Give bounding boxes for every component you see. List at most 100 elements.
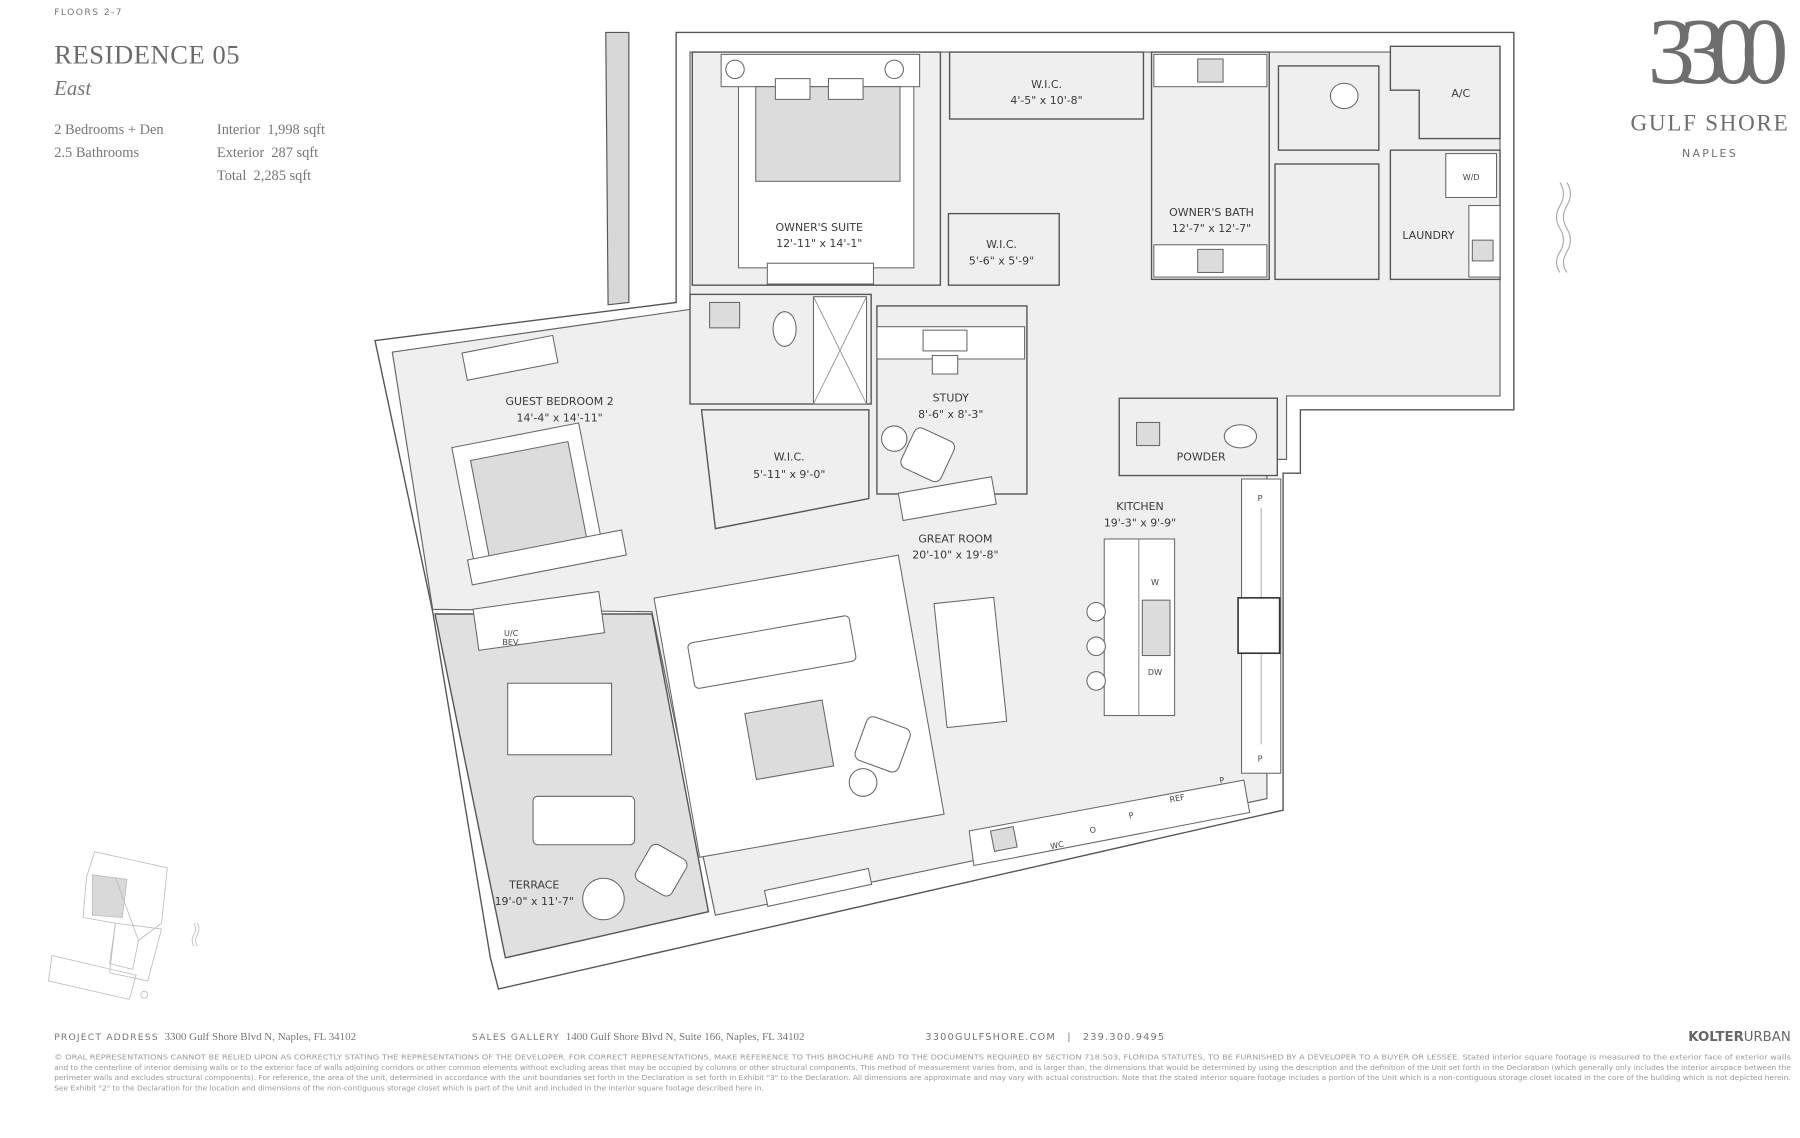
side-table bbox=[881, 425, 908, 452]
terrace-round-table bbox=[582, 877, 625, 921]
wic-2-room bbox=[947, 212, 1060, 286]
wic-3-label: W.I.C. bbox=[774, 451, 805, 464]
developer-logo: KOLTERURBAN bbox=[1688, 1030, 1790, 1045]
guest-bedroom-dims: 14'-4" x 14'-11" bbox=[516, 411, 602, 424]
owner-tv-console bbox=[766, 262, 874, 285]
sales-gallery-value: 1400 Gulf Shore Blvd N, Suite 166, Naple… bbox=[566, 1031, 805, 1043]
owners-suite-label: OWNER'S SUITE bbox=[776, 221, 864, 234]
bar-stool bbox=[1086, 601, 1106, 622]
wic-1-label: W.I.C. bbox=[1031, 78, 1062, 91]
phone-number[interactable]: 239.300.9495 bbox=[1083, 1032, 1165, 1043]
developer-logo-light: URBAN bbox=[1744, 1030, 1791, 1045]
pantry-label: P bbox=[1219, 776, 1226, 786]
refrigerator-label: REF bbox=[1169, 793, 1186, 805]
pillow bbox=[827, 78, 864, 100]
wic-1-dims: 4'-5" x 10'-8" bbox=[1010, 94, 1082, 107]
ac-label: A/C bbox=[1451, 87, 1470, 100]
shower bbox=[1274, 163, 1380, 281]
sink-icon bbox=[709, 301, 741, 329]
toilet-icon bbox=[1223, 424, 1258, 449]
guest-headboard bbox=[466, 529, 627, 586]
lamp-icon bbox=[725, 59, 745, 80]
residence-header: FLOORS 2-7 RESIDENCE 05 East 2 Bedrooms … bbox=[53, 7, 325, 184]
disclaimer-line: See Exhibit "2" to the Declaration for t… bbox=[54, 1084, 764, 1093]
pantry-label: P bbox=[1128, 811, 1135, 821]
disclaimer-line: and to the centerline of interior demisi… bbox=[54, 1063, 1791, 1072]
terrace-dims: 19'-0" x 11'-7" bbox=[495, 895, 574, 908]
powder-label: POWDER bbox=[1177, 451, 1226, 464]
armchair bbox=[854, 716, 911, 773]
sink-icon bbox=[989, 825, 1018, 853]
dishwasher-label: DW bbox=[1148, 668, 1162, 677]
kitchen-dims: 19'-3" x 9'-9" bbox=[1104, 516, 1176, 529]
brand-logo: 3300 GULF SHORE NAPLES bbox=[1631, 0, 1800, 160]
project-address-label: PROJECT ADDRESS bbox=[54, 1032, 159, 1043]
sink-icon bbox=[1197, 58, 1224, 83]
pantry-label: P bbox=[1258, 755, 1263, 764]
wic-3-dims: 5'-11" x 9'-0" bbox=[753, 468, 825, 481]
project-address: PROJECT ADDRESS 3300 Gulf Shore Blvd N, … bbox=[54, 1031, 356, 1043]
wc-room bbox=[1277, 65, 1380, 151]
exterior-sqft: Exterior 287 sqft bbox=[217, 145, 318, 161]
terrace-armchair bbox=[634, 843, 688, 897]
oven-label: O bbox=[1089, 825, 1097, 835]
guest-bedroom-label: GUEST BEDROOM 2 bbox=[506, 395, 614, 408]
sink-icon bbox=[1136, 421, 1161, 447]
wd-label: W/D bbox=[1463, 173, 1480, 182]
shower-cross bbox=[813, 296, 867, 405]
website-link[interactable]: 3300GULFSHORE.COM bbox=[925, 1032, 1056, 1043]
terrace-sofa bbox=[532, 795, 636, 846]
sofa bbox=[687, 615, 857, 689]
wic-3-room bbox=[700, 409, 870, 530]
uc-bev-label: U/C bbox=[504, 629, 519, 638]
uc-bev-label: BEV. bbox=[502, 638, 520, 647]
contact-info: 3300GULFSHORE.COM | 239.300.9495 bbox=[925, 1032, 1165, 1043]
sink-icon bbox=[1471, 239, 1494, 262]
guest-tv-console bbox=[461, 334, 559, 381]
washer-label: W bbox=[1151, 578, 1159, 587]
sink-icon bbox=[1197, 248, 1224, 273]
terrace-dining-table bbox=[507, 682, 613, 756]
bar-stool bbox=[1086, 636, 1106, 657]
wic-2-dims: 5'-6" x 5'-9" bbox=[969, 254, 1034, 267]
key-plan bbox=[48, 851, 200, 1000]
owners-bath-label: OWNER'S BATH bbox=[1169, 206, 1254, 219]
desk-monitor bbox=[922, 329, 968, 352]
wic-1-room bbox=[948, 51, 1145, 120]
logo-city: NAPLES bbox=[1682, 147, 1738, 160]
tv-console bbox=[763, 867, 873, 908]
sink-icon bbox=[1141, 599, 1171, 657]
project-address-value: 3300 Gulf Shore Blvd N, Naples, FL 34102 bbox=[165, 1031, 357, 1043]
coffee-table bbox=[744, 699, 835, 781]
logo-number: 3300 bbox=[1648, 0, 1785, 104]
developer-logo-bold: KOLTER bbox=[1688, 1030, 1743, 1045]
dining-table bbox=[933, 596, 1008, 729]
footer: PROJECT ADDRESS 3300 Gulf Shore Blvd N, … bbox=[54, 1030, 1791, 1093]
great-room-label: GREAT ROOM bbox=[918, 532, 992, 545]
bar-stool bbox=[1086, 671, 1106, 691]
washer-dryer bbox=[1445, 153, 1498, 198]
bathrooms-label: 2.5 Bathrooms bbox=[54, 145, 139, 161]
floor-plan: U/C BEV. W DW P P WC O P R bbox=[374, 31, 1515, 990]
study-dims: 8'-6" x 8'-3" bbox=[918, 408, 983, 421]
interior-sqft: Interior 1,998 sqft bbox=[217, 122, 325, 138]
ac-room bbox=[1389, 45, 1501, 140]
toilet-icon bbox=[772, 311, 797, 347]
owners-bath-room bbox=[1150, 51, 1270, 281]
desk-chair bbox=[931, 355, 959, 375]
wine-cooler-label: WC bbox=[1050, 840, 1065, 852]
great-room-dims: 20'-10" x 19'-8" bbox=[912, 549, 998, 562]
pantry-label: P bbox=[1258, 494, 1263, 503]
sales-gallery-label: SALES GALLERY bbox=[472, 1032, 560, 1043]
outdoor-kitchen bbox=[472, 590, 606, 651]
total-sqft: Total 2,285 sqft bbox=[217, 168, 311, 184]
contact-separator: | bbox=[1067, 1032, 1071, 1043]
kitchen-label: KITCHEN bbox=[1116, 500, 1163, 513]
lamp-icon bbox=[884, 59, 904, 80]
pillow bbox=[774, 78, 811, 100]
owner-bed bbox=[755, 86, 901, 182]
laundry-label: LAUNDRY bbox=[1402, 229, 1454, 242]
orientation-label: East bbox=[53, 78, 92, 100]
logo-name: GULF SHORE bbox=[1631, 110, 1790, 136]
